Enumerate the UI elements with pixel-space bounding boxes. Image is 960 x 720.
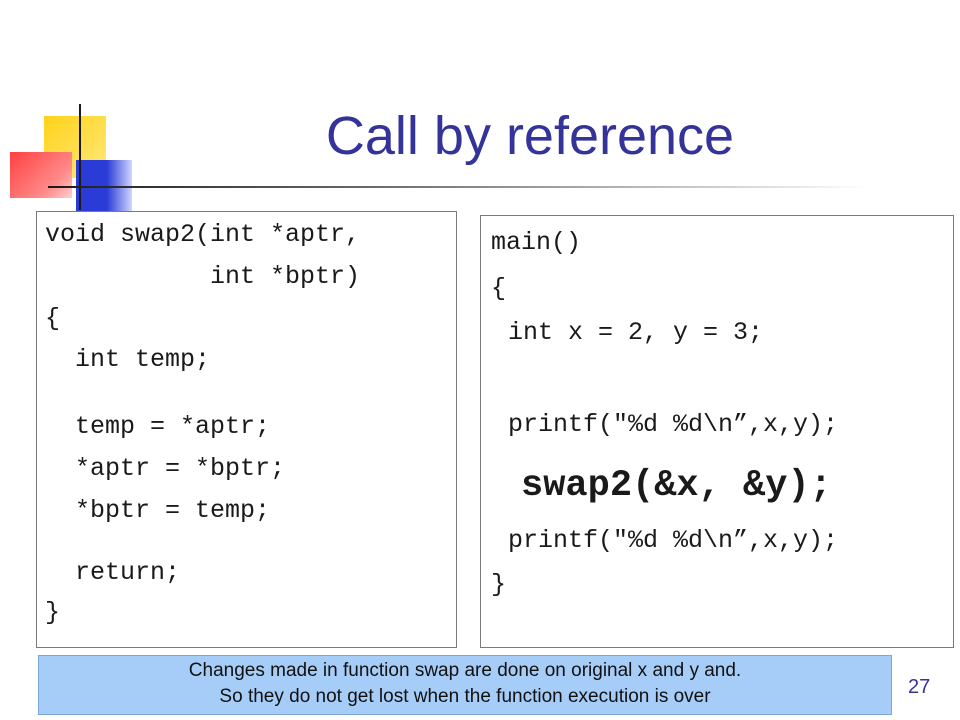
note-line-1: Changes made in function swap are done o… bbox=[188, 660, 742, 681]
code-line: printf("%d %d\n”,x,y); bbox=[493, 526, 839, 555]
code-line: *bptr = temp; bbox=[45, 496, 271, 525]
code-line: } bbox=[491, 570, 507, 599]
decorative-blue-square bbox=[76, 160, 132, 216]
slide-title: Call by reference bbox=[325, 106, 735, 166]
title-underline bbox=[48, 186, 868, 188]
code-line: { bbox=[491, 274, 507, 303]
code-line: int *bptr) bbox=[45, 262, 361, 291]
swap-function-code-box: void swap2(int *aptr, int *bptr) { int t… bbox=[36, 211, 457, 648]
code-line: printf("%d %d\n”,x,y); bbox=[493, 410, 839, 439]
decorative-vertical-line bbox=[79, 104, 81, 210]
swap2-call-highlight: swap2(&x, &y); bbox=[521, 465, 832, 507]
code-line: { bbox=[45, 304, 61, 333]
code-line: void swap2(int *aptr, bbox=[45, 220, 361, 249]
decorative-red-square bbox=[10, 152, 72, 198]
main-function-code-box: main() { int x = 2, y = 3; printf("%d %d… bbox=[480, 215, 954, 648]
code-line: int x = 2, y = 3; bbox=[493, 318, 764, 347]
code-line: return; bbox=[45, 558, 181, 587]
explanation-note: Changes made in function swap are done o… bbox=[38, 655, 892, 715]
code-line: *aptr = *bptr; bbox=[45, 454, 286, 483]
code-line: main() bbox=[491, 228, 582, 257]
page-number: 27 bbox=[908, 676, 931, 698]
code-line: int temp; bbox=[45, 345, 211, 374]
code-line: } bbox=[45, 598, 61, 627]
code-line: temp = *aptr; bbox=[45, 412, 271, 441]
note-line-2: So they do not get lost when the functio… bbox=[219, 686, 711, 707]
